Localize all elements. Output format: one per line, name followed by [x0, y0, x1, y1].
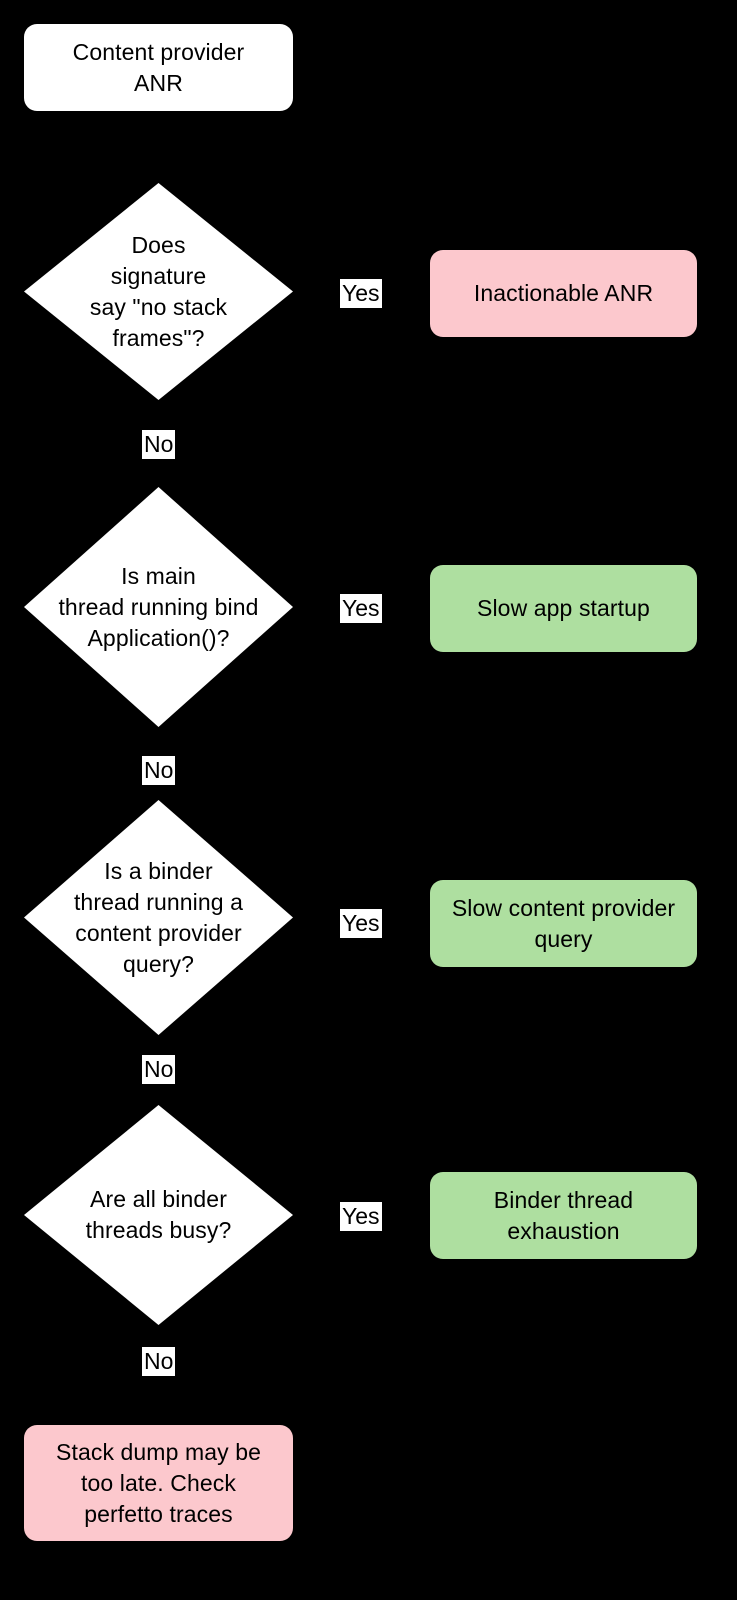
node-decision-main-thread-bind-application[interactable]: Is main thread running bind Application(… [24, 487, 293, 727]
node-start-content-provider-anr[interactable]: Content provider ANR [24, 24, 293, 111]
edge-label-yes-1: Yes [340, 279, 382, 308]
decision-4-label: Are all binder threads busy? [85, 1186, 232, 1243]
node-outcome-slow-app-startup[interactable]: Slow app startup [430, 565, 697, 652]
node-outcome-inactionable-anr[interactable]: Inactionable ANR [430, 250, 697, 337]
edge-label-no-2: No [142, 756, 176, 785]
decision-1-label: Does signature say "no stack frames"? [89, 231, 228, 351]
decision-2-label: Is main thread running bind Application(… [58, 562, 259, 651]
node-decision-binder-thread-content-provider-query[interactable]: Is a binder thread running a content pro… [24, 800, 293, 1035]
node-decision-signature-no-stack-frames[interactable]: Does signature say "no stack frames"? [24, 183, 293, 400]
node-decision-all-binder-threads-busy[interactable]: Are all binder threads busy? [24, 1105, 293, 1325]
node-outcome-stack-dump-too-late[interactable]: Stack dump may be too late. Check perfet… [24, 1425, 293, 1541]
edge-label-no-4: No [142, 1347, 176, 1376]
edge-label-yes-2: Yes [340, 594, 382, 623]
node-outcome-binder-thread-exhaustion[interactable]: Binder thread exhaustion [430, 1172, 697, 1259]
edge-label-yes-3: Yes [340, 909, 382, 938]
node-outcome-slow-content-provider-query[interactable]: Slow content provider query [430, 880, 697, 967]
edge-label-no-3: No [142, 1055, 176, 1084]
decision-3-label: Is a binder thread running a content pro… [73, 857, 244, 977]
edge-label-no-1: No [142, 430, 176, 459]
edge-label-yes-4: Yes [340, 1202, 382, 1231]
connector-start-to-decision1 [157, 111, 159, 183]
